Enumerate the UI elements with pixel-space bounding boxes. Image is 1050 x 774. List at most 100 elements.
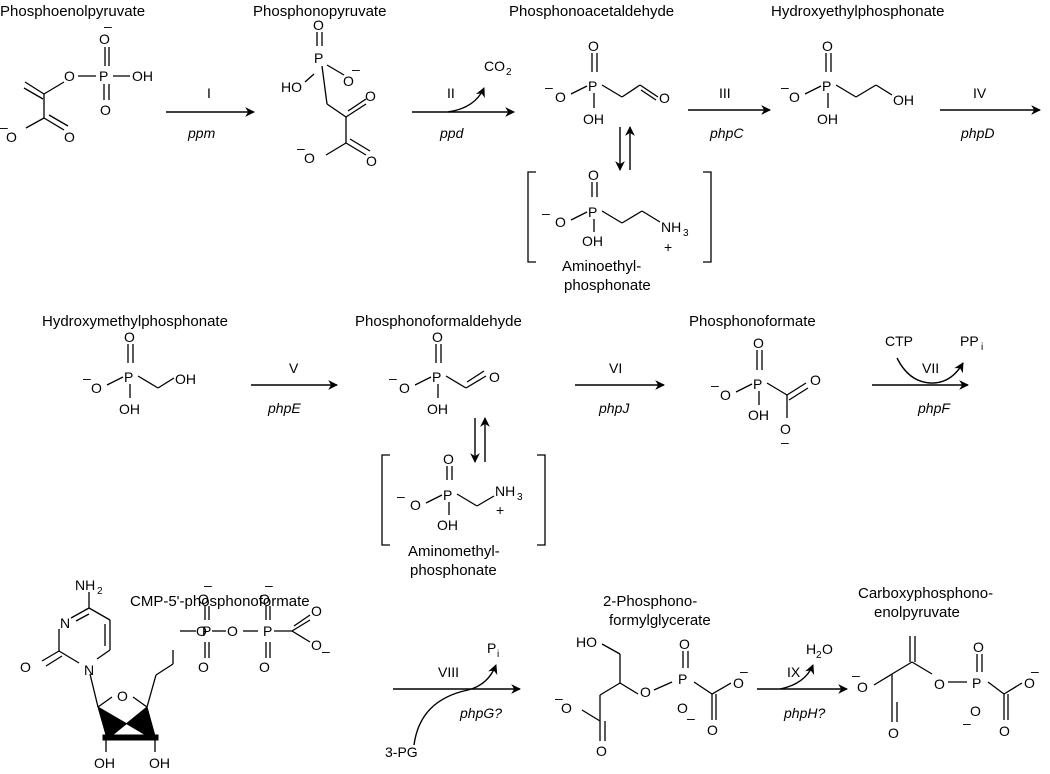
aminoethylphosphonate-label-1: Aminoethyl- [562, 258, 641, 275]
svg-text:OH: OH [893, 92, 914, 108]
equilibrium-arrows-amp [470, 417, 490, 463]
svg-text:–: – [0, 119, 8, 135]
aminomethylphosphonate-label-1: Aminomethyl- [408, 543, 500, 560]
svg-text:O: O [124, 329, 135, 345]
svg-text:HO: HO [576, 634, 597, 650]
svg-text:P: P [432, 369, 441, 385]
svg-text:–: – [781, 434, 789, 450]
svg-text:O: O [555, 214, 566, 230]
svg-text:O: O [970, 703, 981, 719]
h2o-subscript: 2 [816, 650, 822, 661]
step-IV-label: IV [973, 85, 987, 101]
svg-text:O: O [399, 380, 410, 396]
phosphonoformylglycerate-label-1: 2-Phosphono- [603, 593, 697, 610]
svg-text:O: O [311, 637, 322, 653]
svg-text:O: O [707, 722, 718, 738]
carboxyphosphonoenolpyruvate-structure: Carboxyphosphono- enolpyruvate O – O O P… [852, 585, 1039, 741]
svg-text:OH: OH [175, 371, 196, 387]
svg-text:O: O [659, 90, 670, 106]
svg-text:O: O [259, 659, 270, 675]
aminoethylphosphonate-label-2: phosphonate [564, 277, 651, 294]
step-II: II CO 2 ppd [412, 58, 515, 141]
svg-text:O: O [100, 102, 111, 118]
svg-text:–: – [555, 690, 563, 706]
phosphoenolpyruvate-label: Phosphoenolpyruvate [0, 3, 145, 20]
svg-text:–: – [204, 577, 212, 593]
svg-text:–: – [542, 205, 550, 221]
step-VII: CTP PP i VII phpF [872, 333, 983, 416]
svg-text:O: O [313, 17, 324, 33]
svg-text:–: – [322, 643, 330, 659]
svg-text:O: O [410, 497, 421, 513]
phosphoenolpyruvate-structure: Phosphoenolpyruvate O P O – OH O O – O [0, 3, 153, 145]
step-VI-label: VI [609, 360, 622, 376]
svg-text:O: O [91, 380, 102, 396]
co2-label: CO [484, 58, 505, 74]
phosphonoformate-structure: Phosphonoformate O P O – OH O O – [689, 313, 821, 450]
h2o-label-h: H [806, 641, 816, 657]
svg-text:O: O [198, 659, 209, 675]
svg-text:O: O [443, 451, 454, 467]
svg-text:O: O [679, 636, 690, 652]
svg-text:O: O [259, 591, 270, 607]
step-VIII-label: VIII [438, 664, 459, 680]
svg-text:NH: NH [495, 483, 515, 499]
svg-text:O: O [489, 369, 500, 385]
svg-text:O: O [810, 372, 821, 388]
gene-phpF: phpF [917, 400, 951, 416]
svg-text:P: P [202, 623, 211, 639]
hydroxyethylphosphonate-structure: Hydroxyethylphosphonate O P O – OH OH [771, 3, 944, 127]
ctp-label: CTP [885, 333, 913, 349]
svg-text:O: O [20, 659, 31, 675]
svg-text:–: – [687, 710, 695, 726]
phosphonopyruvate-structure: Phosphonopyruvate O P HO O – O O – O [253, 3, 386, 169]
svg-text:O: O [640, 684, 651, 700]
svg-text:O: O [561, 700, 572, 716]
svg-text:NH: NH [75, 577, 95, 593]
svg-text:N: N [84, 662, 94, 678]
cmp-phosphonoformate-label: CMP-5'-phosphonoformate [130, 593, 310, 610]
svg-text:3: 3 [683, 228, 689, 239]
hydroxymethylphosphonate-structure: Hydroxymethylphosphonate O P O – OH OH [42, 313, 228, 417]
svg-text:OH: OH [119, 401, 140, 417]
co2-subscript: 2 [506, 67, 512, 78]
hydroxyethylphosphonate-label: Hydroxyethylphosphonate [771, 3, 944, 20]
svg-text:–: – [104, 18, 112, 34]
svg-text:O: O [6, 129, 17, 145]
svg-text:NH: NH [661, 219, 681, 235]
svg-text:O: O [1024, 675, 1035, 691]
carboxyphosphonoenolpyruvate-label-2: enolpyruvate [874, 604, 960, 621]
svg-text:O: O [588, 38, 599, 54]
phosphonoformylglycerate-label-2: formylglycerate [609, 612, 711, 629]
svg-text:HO: HO [281, 79, 302, 95]
svg-text:O: O [934, 676, 945, 692]
svg-text:OH: OH [437, 517, 458, 533]
svg-text:OH: OH [748, 407, 769, 423]
svg-text:N: N [60, 615, 70, 631]
svg-text:3: 3 [517, 492, 523, 503]
svg-text:O: O [366, 153, 377, 169]
svg-text:OH: OH [427, 401, 448, 417]
svg-text:+: + [496, 502, 504, 518]
ppi-label: PP [960, 333, 979, 349]
gene-phpH: phpH? [783, 705, 825, 721]
svg-text:O: O [888, 725, 899, 741]
svg-text:O: O [64, 68, 75, 84]
svg-text:–: – [265, 577, 273, 593]
svg-text:–: – [852, 667, 860, 683]
svg-text:O: O [343, 73, 354, 89]
gene-phpC: phpC [709, 125, 744, 141]
phosphonopyruvate-label: Phosphonopyruvate [253, 3, 386, 20]
svg-text:–: – [397, 488, 405, 504]
svg-text:O: O [753, 335, 764, 351]
aminomethylphosphonate-structure: O P O – OH NH 3 + Aminomethyl- phosphona… [381, 451, 546, 579]
svg-text:+: + [664, 239, 672, 255]
gene-phpG: phpG? [459, 705, 502, 721]
gene-ppd: ppd [439, 125, 465, 141]
h2o-label-o: O [822, 641, 833, 657]
svg-text:O: O [117, 688, 128, 704]
step-IX: IX H 2 O phpH? [757, 641, 848, 721]
svg-text:P: P [822, 78, 831, 94]
svg-text:O: O [780, 421, 791, 437]
step-II-label: II [447, 85, 455, 101]
